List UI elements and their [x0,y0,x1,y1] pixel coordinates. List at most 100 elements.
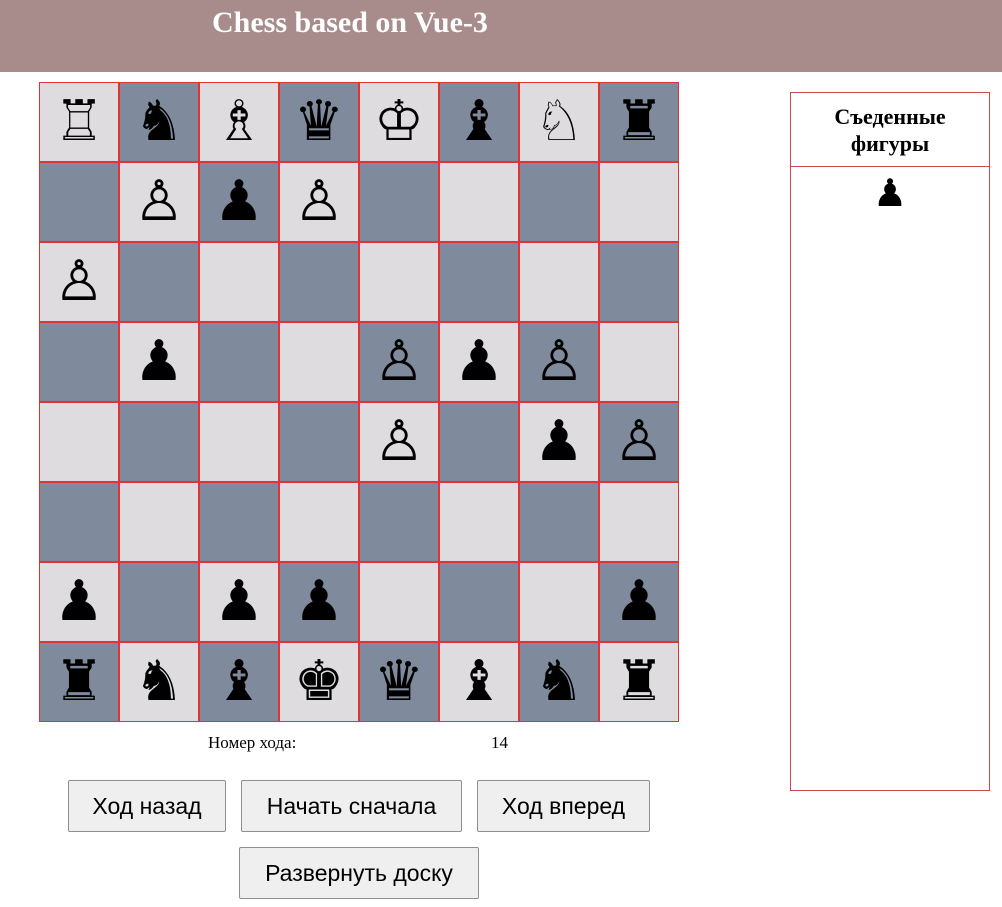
board-square[interactable]: ♙ [279,162,359,242]
black-knight-icon[interactable]: ♞ [133,89,185,154]
board-square[interactable] [199,322,279,402]
board-square[interactable] [599,482,679,562]
board-square[interactable]: ♜ [599,82,679,162]
black-king-icon[interactable]: ♚ [293,649,345,714]
board-square[interactable] [439,402,519,482]
board-square[interactable]: ♟ [439,322,519,402]
board-square[interactable]: ♝ [439,82,519,162]
black-queen-icon[interactable]: ♛ [293,89,345,154]
board-square[interactable] [519,242,599,322]
black-pawn-icon[interactable]: ♟ [53,569,105,634]
board-square[interactable] [119,482,199,562]
board-square[interactable] [119,402,199,482]
chess-board[interactable]: ♖ ♞ ♗ ♛ ♔ ♝ ♘ ♜ ♙ ♟ ♙ ♙ ♟ ♙ ♟ ♙ ♙ ♟ ♙ ♟ ♟ ♟ ♟ ♜ ♞ ♝ ♚ ♛ ♝ ♞ ♜ [39,82,679,722]
board-square[interactable]: ♔ [359,82,439,162]
board-square[interactable]: ♞ [119,642,199,722]
board-square[interactable] [39,482,119,562]
board-square[interactable] [199,482,279,562]
board-square[interactable]: ♟ [39,562,119,642]
black-rook-icon[interactable]: ♜ [613,649,665,714]
white-pawn-icon[interactable]: ♙ [293,169,345,234]
board-square[interactable] [279,242,359,322]
board-square[interactable]: ♟ [519,402,599,482]
white-pawn-icon[interactable]: ♙ [373,329,425,394]
board-square[interactable] [439,162,519,242]
board-square[interactable]: ♝ [439,642,519,722]
board-square[interactable]: ♗ [199,82,279,162]
board-square[interactable] [599,322,679,402]
board-square[interactable]: ♞ [119,82,199,162]
black-pawn-icon[interactable]: ♟ [133,329,185,394]
board-square[interactable]: ♙ [359,322,439,402]
white-pawn-icon[interactable]: ♙ [53,249,105,314]
white-pawn-icon[interactable]: ♙ [373,409,425,474]
flip-board-button[interactable]: Развернуть доску [239,847,479,899]
board-square[interactable]: ♖ [39,82,119,162]
white-king-icon[interactable]: ♔ [373,89,425,154]
black-queen-icon[interactable]: ♛ [373,649,425,714]
board-square[interactable] [199,242,279,322]
board-square[interactable] [359,162,439,242]
board-square[interactable] [359,482,439,562]
board-square[interactable]: ♜ [599,642,679,722]
black-knight-icon[interactable]: ♞ [533,649,585,714]
board-square[interactable]: ♙ [359,402,439,482]
board-square[interactable]: ♟ [119,322,199,402]
move-back-button[interactable]: Ход назад [68,780,226,832]
board-square[interactable] [439,562,519,642]
board-square[interactable]: ♞ [519,642,599,722]
black-pawn-icon[interactable]: ♟ [213,169,265,234]
board-square[interactable]: ♜ [39,642,119,722]
board-square[interactable]: ♙ [119,162,199,242]
board-square[interactable] [119,242,199,322]
board-square[interactable] [439,242,519,322]
board-square[interactable] [39,322,119,402]
board-square[interactable]: ♟ [199,562,279,642]
board-square[interactable]: ♙ [599,402,679,482]
board-square[interactable]: ♙ [519,322,599,402]
black-rook-icon[interactable]: ♜ [613,89,665,154]
black-pawn-icon[interactable]: ♟ [293,569,345,634]
board-square[interactable]: ♛ [279,82,359,162]
board-square[interactable]: ♙ [39,242,119,322]
black-bishop-icon[interactable]: ♝ [453,89,505,154]
board-square[interactable] [519,482,599,562]
board-square[interactable]: ♟ [199,162,279,242]
board-square[interactable] [599,162,679,242]
board-square[interactable] [279,482,359,562]
board-square[interactable] [39,162,119,242]
move-forward-button[interactable]: Ход вперед [477,780,650,832]
black-bishop-icon[interactable]: ♝ [213,649,265,714]
black-pawn-icon[interactable]: ♟ [613,569,665,634]
board-square[interactable] [519,162,599,242]
white-pawn-icon[interactable]: ♙ [133,169,185,234]
board-square[interactable] [439,482,519,562]
restart-button[interactable]: Начать сначала [241,780,462,832]
board-square[interactable] [199,402,279,482]
board-square[interactable] [279,402,359,482]
black-bishop-icon[interactable]: ♝ [453,649,505,714]
board-square[interactable]: ♘ [519,82,599,162]
board-square[interactable] [39,402,119,482]
black-pawn-icon[interactable]: ♟ [533,409,585,474]
board-square[interactable] [279,322,359,402]
board-square[interactable] [599,242,679,322]
board-square[interactable] [359,562,439,642]
black-rook-icon[interactable]: ♜ [53,649,105,714]
white-knight-icon[interactable]: ♘ [533,89,585,154]
board-square[interactable] [519,562,599,642]
white-rook-icon[interactable]: ♖ [53,89,105,154]
white-pawn-icon[interactable]: ♙ [533,329,585,394]
board-square[interactable] [359,242,439,322]
white-bishop-icon[interactable]: ♗ [213,89,265,154]
board-square[interactable]: ♚ [279,642,359,722]
white-pawn-icon[interactable]: ♙ [613,409,665,474]
black-pawn-icon[interactable]: ♟ [453,329,505,394]
board-square[interactable] [119,562,199,642]
board-square[interactable]: ♟ [279,562,359,642]
black-knight-icon[interactable]: ♞ [133,649,185,714]
board-square[interactable]: ♝ [199,642,279,722]
black-pawn-icon[interactable]: ♟ [213,569,265,634]
board-square[interactable]: ♟ [599,562,679,642]
board-square[interactable]: ♛ [359,642,439,722]
